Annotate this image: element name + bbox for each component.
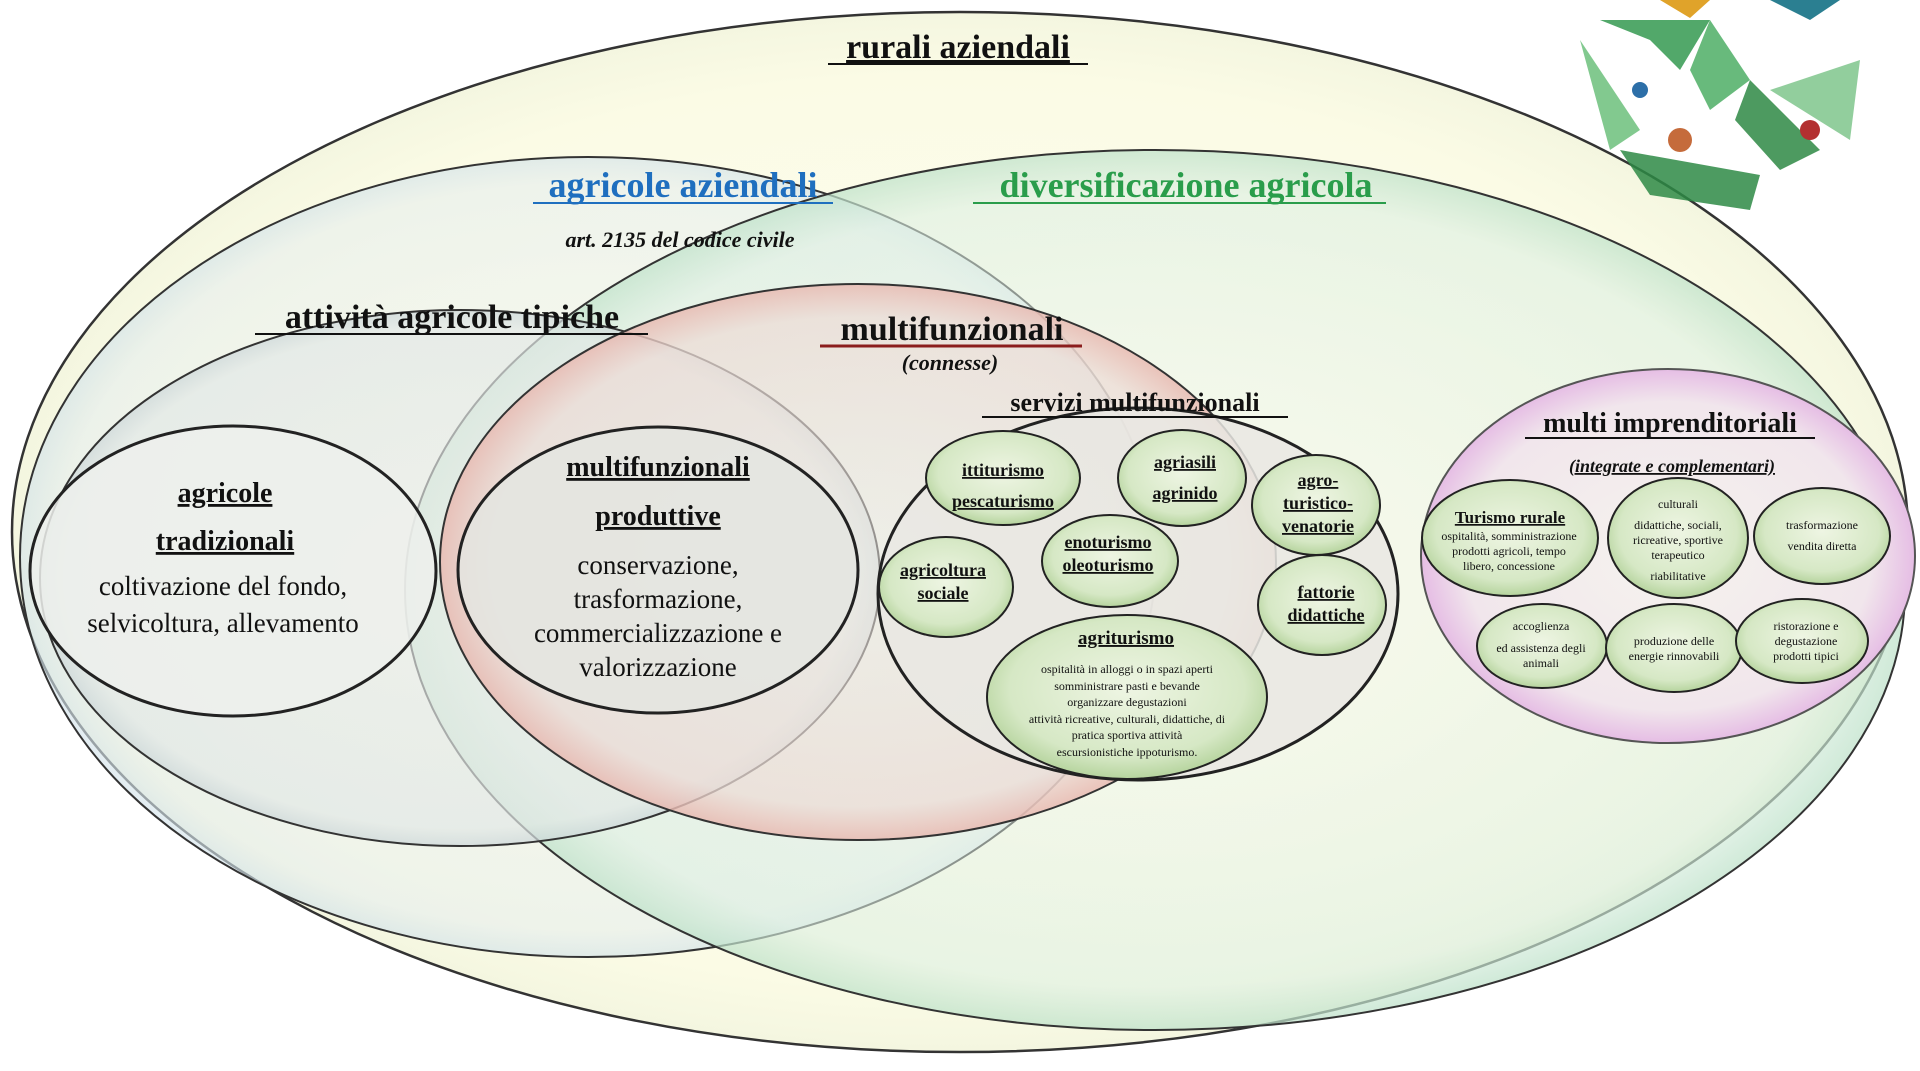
turismo-line-3: libero, concessione: [1463, 559, 1555, 573]
turismo-title: Turismo rurale: [1455, 508, 1566, 527]
culturali-line-2: didattiche, sociali,: [1634, 518, 1722, 532]
ristorazione-line-3: prodotti tipici: [1773, 649, 1839, 663]
pill-agroturistico: agro- turistico- venatorie: [1251, 454, 1381, 556]
produttive-title-2: produttive: [595, 501, 721, 532]
pill-energie: produzione delle energie rinnovabili: [1605, 603, 1743, 693]
pill-enoturismo: enoturismo oleoturismo: [1041, 514, 1179, 608]
tradizionali-body-2: selvicoltura, allevamento: [87, 608, 358, 638]
ittiturismo-line-2: pescaturismo: [952, 491, 1054, 511]
produttive-body-3: commercializzazione e: [534, 618, 782, 648]
agricoltura-line-1: agricoltura: [900, 560, 986, 580]
produttive-body-1: conservazione,: [577, 550, 738, 580]
culturali-line-3: ricreative, sportive: [1633, 533, 1723, 547]
tradizionali-title-2: tradizionali: [156, 526, 295, 557]
enoturismo-line-1: enoturismo: [1065, 532, 1152, 552]
culturali-line-5: riabilitative: [1650, 569, 1705, 583]
multifunzionali-subtitle: (connesse): [902, 350, 999, 375]
rurali-aziendali-title: rurali aziendali: [846, 29, 1070, 66]
imprenditoriali-subtitle: (integrate e complementari): [1569, 456, 1775, 477]
agriturismo-line-5: pratica sportiva attività: [1072, 728, 1183, 742]
energie-line-2: energie rinnovabili: [1629, 649, 1720, 663]
culturali-line-1: culturali: [1658, 497, 1699, 511]
agriturismo-line-2: somministrare pasti e bevande: [1054, 679, 1200, 693]
agriasili-line-2: agrinido: [1152, 483, 1217, 503]
produttive-body-2: trasformazione,: [574, 584, 743, 614]
agriturismo-line-1: ospitalità in alloggi o in spazi aperti: [1041, 662, 1214, 676]
recycle-logo-icon: [1580, 0, 1860, 210]
multifunzionali-title: multifunzionali: [841, 311, 1064, 348]
pill-trasformazione: trasformazione vendita diretta: [1753, 487, 1891, 585]
pill-ristorazione: ristorazione e degustazione prodotti tip…: [1735, 598, 1869, 684]
fattorie-line-2: didattiche: [1287, 605, 1364, 625]
ristorazione-line-2: degustazione: [1775, 634, 1838, 648]
agroturistico-line-2: turistico-: [1283, 493, 1353, 513]
servizi-title: servizi multifunzionali: [1010, 388, 1259, 417]
pill-accoglienza: accoglienza ed assistenza degli animali: [1476, 603, 1608, 689]
agricole-subtitle: art. 2135 del codice civile: [565, 227, 794, 252]
imprenditoriali-title: multi imprenditoriali: [1543, 408, 1797, 439]
pill-agriturismo: agriturismo ospitalità in alloggi o in s…: [986, 614, 1268, 780]
accoglienza-line-2: ed assistenza degli: [1496, 641, 1586, 655]
accoglienza-line-1: accoglienza: [1513, 619, 1570, 633]
tradizionali-title-1: agricole: [178, 478, 273, 509]
produttive-body-4: valorizzazione: [579, 652, 736, 682]
tradizionali-body-1: coltivazione del fondo,: [99, 571, 347, 601]
agriturismo-line-3: organizzare degustazioni: [1067, 695, 1187, 709]
energie-line-1: produzione delle: [1634, 634, 1714, 648]
tradizionali-ellipse: [28, 424, 438, 718]
produttive-title-1: multifunzionali: [566, 452, 750, 483]
agricoltura-line-2: sociale: [918, 583, 969, 603]
pill-culturali: culturali didattiche, sociali, ricreativ…: [1607, 477, 1749, 599]
trasformazione-line-1: trasformazione: [1786, 518, 1858, 532]
ristorazione-line-1: ristorazione e: [1774, 619, 1839, 633]
agriturismo-line-6: escursionistiche ippoturismo.: [1057, 745, 1198, 759]
agriturismo-line-4: attività ricreative, culturali, didattic…: [1029, 712, 1226, 726]
trasformazione-line-2: vendita diretta: [1788, 539, 1858, 553]
pill-agriasili: agriasili agrinido: [1117, 429, 1247, 527]
pill-fattorie-didattiche: fattorie didattiche: [1257, 554, 1387, 656]
pill-agricoltura-sociale: agricoltura sociale: [878, 536, 1014, 638]
ittiturismo-line-1: ittiturismo: [962, 460, 1044, 480]
pill-turismo-rurale: Turismo rurale ospitalità, somministrazi…: [1421, 479, 1599, 597]
accoglienza-line-3: animali: [1523, 656, 1560, 670]
enoturismo-line-2: oleoturismo: [1063, 555, 1154, 575]
attivita-tipiche-title: attività agricole tipiche: [285, 299, 619, 336]
produttive-ellipse: [456, 425, 860, 715]
agriasili-line-1: agriasili: [1154, 452, 1216, 472]
agroturistico-line-1: agro-: [1298, 470, 1339, 490]
culturali-line-4: terapeutico: [1651, 548, 1704, 562]
turismo-line-2: prodotti agricoli, tempo: [1452, 544, 1566, 558]
fattorie-line-1: fattorie: [1298, 582, 1355, 602]
turismo-line-1: ospitalità, somministrazione: [1441, 529, 1576, 543]
agroturistico-line-3: venatorie: [1282, 516, 1354, 536]
agriturismo-title: agriturismo: [1078, 628, 1174, 649]
pill-ittiturismo: ittiturismo pescaturismo: [925, 430, 1081, 526]
agricole-aziendali-title: agricole aziendali: [549, 165, 818, 205]
diversificazione-title: diversificazione agricola: [1000, 165, 1373, 205]
